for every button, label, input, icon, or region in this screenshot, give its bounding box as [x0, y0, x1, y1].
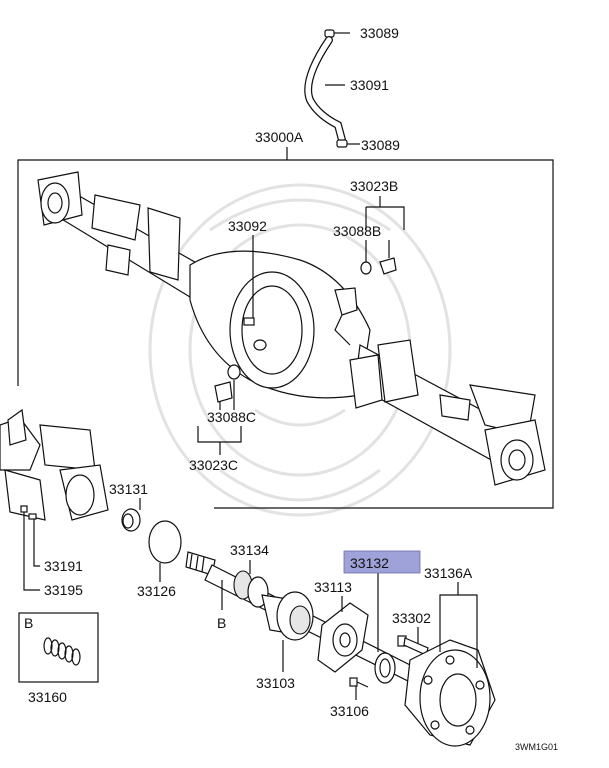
- label-33000A: 33000A: [255, 129, 304, 145]
- label-33195: 33195: [44, 582, 83, 598]
- housing-end-left: [0, 408, 109, 521]
- hub-flange-33136A: [404, 639, 496, 747]
- label-33091: 33091: [350, 77, 389, 93]
- oil-seal-33131: [121, 508, 141, 532]
- o-ring-33126: [148, 520, 182, 564]
- label-33160: 33160: [28, 689, 67, 705]
- label-33106: 33106: [330, 703, 369, 719]
- drain-plug-set-c: [214, 364, 241, 403]
- label-33126: 33126: [137, 583, 176, 599]
- label-33089-bottom: 33089: [361, 137, 400, 153]
- ring-33132: [374, 652, 396, 684]
- retainer-33113: [317, 602, 369, 673]
- label-33136A: 33136A: [424, 565, 473, 581]
- vent-plug-33092: [243, 317, 255, 326]
- label-33131: 33131: [109, 481, 148, 497]
- breather-hose: [304, 29, 360, 148]
- axle-housing: [37, 171, 546, 486]
- label-33023C: 33023C: [189, 457, 238, 473]
- label-33134: 33134: [230, 542, 269, 558]
- label-33088C: 33088C: [207, 409, 256, 425]
- label-33088B: 33088B: [333, 223, 381, 239]
- bearing-33134: [233, 570, 269, 608]
- hub-bolt-33302: [397, 635, 429, 656]
- label-33191: 33191: [44, 558, 83, 574]
- label-33023B: 33023B: [350, 178, 398, 194]
- label-33103: 33103: [256, 675, 295, 691]
- label-33302: 33302: [392, 610, 431, 626]
- label-33132: 33132: [350, 555, 389, 571]
- fill-plug-set-b: [360, 257, 397, 275]
- spring-33160: [43, 637, 81, 666]
- label-33113: 33113: [314, 579, 352, 595]
- label-b-marker: B: [217, 615, 226, 631]
- bearing-case-33103: [261, 591, 314, 641]
- bolt-33106: [349, 677, 369, 688]
- inset-box-b: [18, 612, 99, 683]
- highlight-33132: [343, 550, 421, 574]
- label-33089-top: 33089: [360, 25, 399, 41]
- axle-housing-callout-frame: [17, 159, 554, 509]
- label-b-box: B: [24, 615, 33, 631]
- label-33092: 33092: [228, 218, 267, 234]
- diagram-code: 3WM1G01: [515, 742, 558, 752]
